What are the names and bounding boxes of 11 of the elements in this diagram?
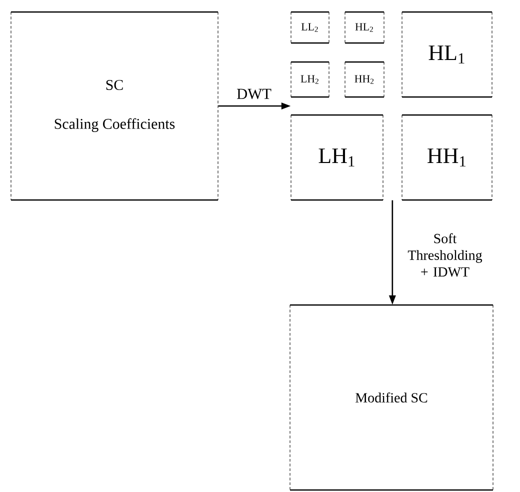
block-box: LH$_{1}$ — [290, 114, 384, 201]
block-box: LL$_{2}$ — [290, 11, 330, 44]
edge-label: Soft Thresholding + IDWT — [408, 233, 482, 277]
block-box: Modified SC — [290, 304, 494, 491]
block-box: HL$_{2}$ — [344, 11, 384, 44]
block-box: HL$_{1}$ — [402, 11, 492, 98]
edge-label: DWT — [237, 88, 272, 100]
block-box: HH$_{1}$ — [402, 114, 492, 201]
block-box: LH$_{2}$ — [290, 61, 330, 98]
block-box: SC Scaling Coefficients — [10, 11, 218, 201]
block-box: HH$_{2}$ — [344, 61, 384, 98]
